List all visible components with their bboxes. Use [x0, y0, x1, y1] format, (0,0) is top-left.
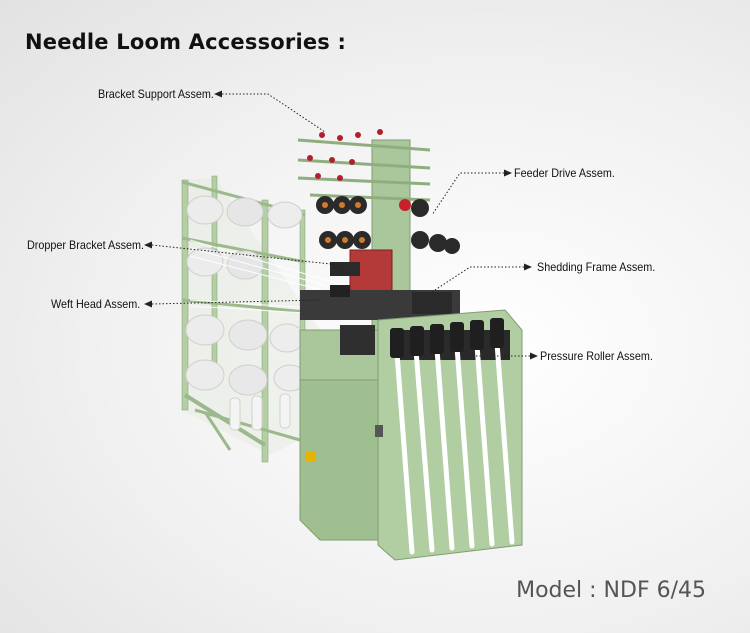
shedding-frame — [300, 285, 460, 320]
callout-leaders — [151, 93, 530, 357]
roller-caps — [390, 318, 504, 358]
label-weft-head-assem: Weft Head Assem. — [51, 297, 141, 311]
callout-arrowheads — [144, 90, 538, 360]
model-label: Model : NDF 6/45 — [516, 578, 706, 603]
label-feeder-drive-assem: Feeder Drive Assem. — [514, 166, 615, 180]
page-title: Needle Loom Accessories : — [25, 30, 347, 54]
bobbin-rack — [185, 195, 307, 431]
label-dropper-bracket-assem: Dropper Bracket Assem. — [27, 238, 145, 252]
label-pressure-roller-assem: Pressure Roller Assem. — [540, 349, 653, 363]
pressure-rollers — [393, 327, 515, 555]
label-bracket-support-assem: Bracket Support Assem. — [98, 87, 214, 101]
label-shedding-frame-assem: Shedding Frame Assem. — [537, 260, 656, 274]
